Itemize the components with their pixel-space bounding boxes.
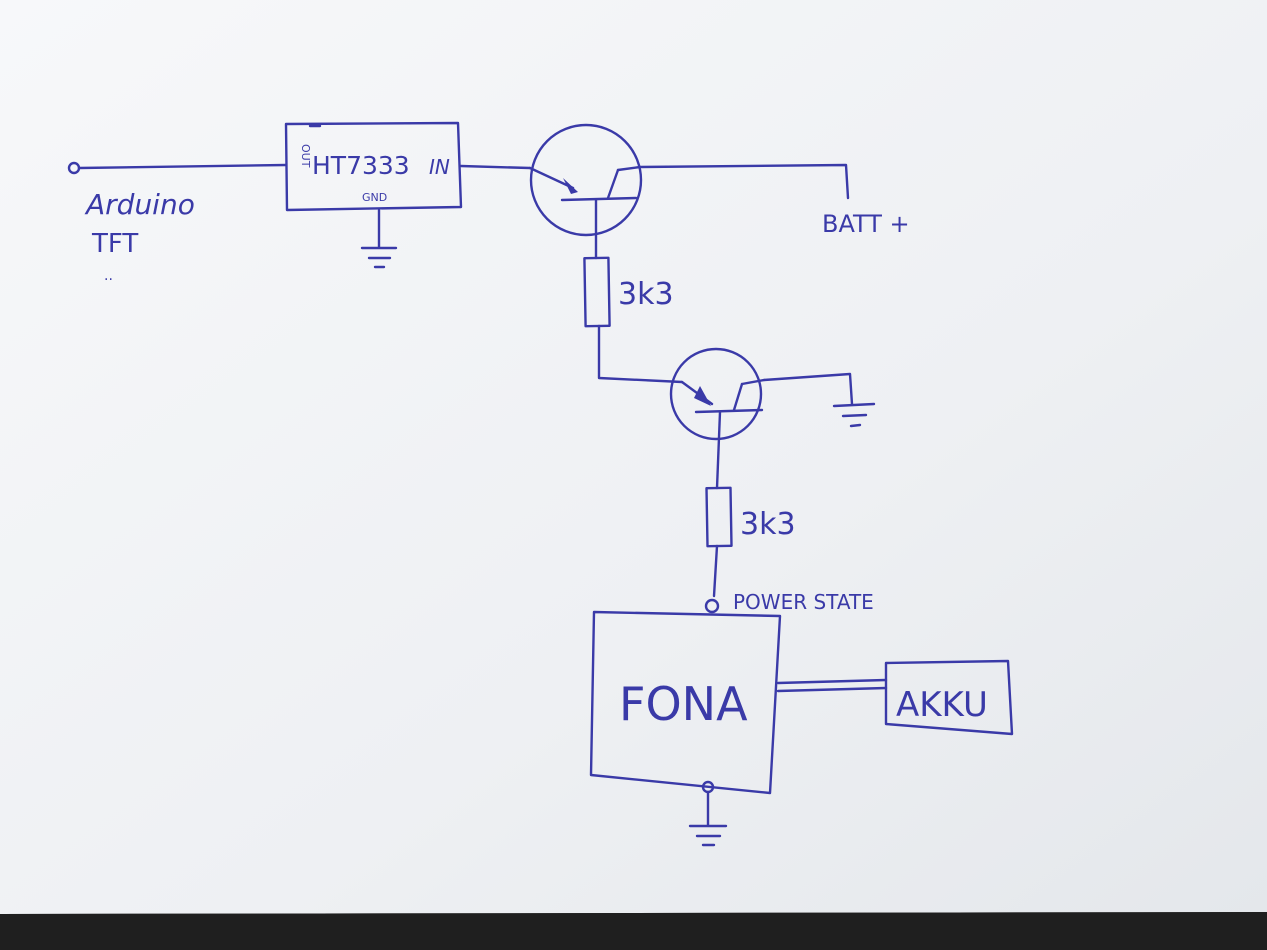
label-tft-dots: .. bbox=[104, 268, 113, 284]
transistor-q2 bbox=[669, 347, 766, 490]
desk-edge bbox=[0, 912, 1267, 950]
ground-symbol-fona bbox=[688, 790, 728, 847]
wire-q2-to-ground bbox=[762, 372, 854, 406]
ground-symbol-q2 bbox=[832, 402, 876, 428]
label-power-state: POWER STATE bbox=[733, 590, 874, 614]
label-fona: FONA bbox=[619, 677, 748, 731]
label-batt: BATT + bbox=[822, 210, 910, 238]
resistor-bottom bbox=[705, 486, 733, 548]
regulator-name: HT7333 bbox=[312, 151, 410, 180]
regulator-in-label: IN bbox=[429, 155, 450, 179]
wire-r1-to-q2 bbox=[597, 324, 684, 384]
label-akku: AKKU bbox=[896, 685, 988, 725]
wire-q1-to-batt bbox=[638, 163, 850, 200]
wire-input bbox=[77, 163, 288, 170]
label-resistor-top: 3k3 bbox=[618, 277, 674, 312]
label-resistor-bottom: 3k3 bbox=[740, 507, 796, 542]
wire-reg-to-q1 bbox=[459, 164, 532, 170]
resistor-top bbox=[583, 256, 611, 328]
regulator-gnd-label: GND bbox=[362, 191, 387, 204]
fona-box bbox=[589, 610, 782, 795]
akku-box bbox=[884, 659, 1014, 736]
wire-r2-to-powerstate bbox=[712, 544, 719, 598]
transistor-q1 bbox=[528, 123, 643, 260]
label-arduino: Arduino bbox=[84, 188, 195, 221]
label-tft: TFT bbox=[91, 229, 138, 259]
paper-sheet bbox=[0, 0, 1267, 914]
wire-fona-to-akku bbox=[776, 678, 888, 693]
regulator-box bbox=[284, 121, 463, 212]
regulator-out-label: OUT bbox=[299, 144, 312, 168]
powerstate-terminal bbox=[704, 598, 720, 614]
ground-symbol-regulator bbox=[360, 208, 398, 269]
